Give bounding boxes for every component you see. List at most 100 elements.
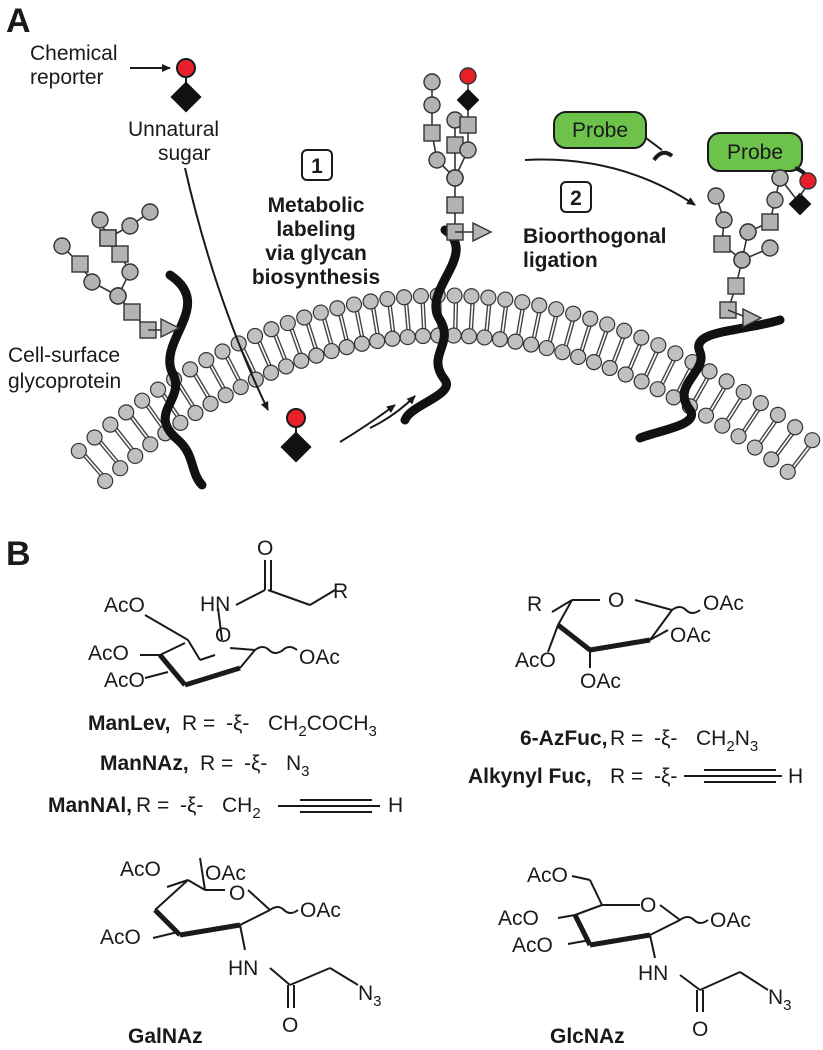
galnaz-aco-1: AcO (120, 858, 161, 881)
mannal-formula: CH2 (222, 794, 261, 822)
mannal-h: H (388, 794, 403, 817)
alkynyl-fuc-alkyne (684, 769, 782, 783)
lipid-head (172, 414, 189, 431)
lipid-head (70, 442, 87, 460)
lipid-head (507, 333, 524, 350)
glycan-diamond (456, 88, 480, 112)
mannaz-wavy-dash: -ξ- (244, 752, 267, 775)
mannosamine-carbonyl-o: O (257, 537, 273, 560)
glycan-circle (707, 187, 725, 205)
bound-probe-label: Probe (727, 141, 783, 164)
alkynyl-fuc-h: H (788, 765, 803, 788)
glycan-circle (459, 67, 477, 85)
free-probe-label: Probe (572, 119, 628, 142)
glycan-square (727, 277, 745, 295)
ligation-arrow (524, 158, 696, 206)
lipid-head (697, 407, 715, 424)
galnaz-aco-2: AcO (100, 926, 141, 949)
biosynthesis-arrow-1 (339, 404, 396, 443)
glycan-circle (739, 223, 757, 241)
azfuc-wavy-dash: -ξ- (654, 727, 677, 750)
galnaz-hn: HN (228, 957, 258, 980)
mannosamine-aco-2: AcO (88, 642, 129, 665)
glycan-circle (53, 237, 71, 255)
step2-label-2: ligation (523, 249, 598, 272)
lipid-head (102, 416, 119, 433)
glycan-square (111, 245, 129, 263)
glycan-square (761, 213, 779, 231)
lipid-head (142, 436, 159, 453)
uptake-arrow (184, 167, 269, 411)
lipid-head (617, 366, 634, 383)
glycan-square (459, 116, 477, 134)
lipid-head (769, 406, 787, 423)
lipid-head (217, 387, 234, 404)
mannosamine-ring-o: O (215, 624, 231, 647)
galnaz-azide: N3 (358, 982, 382, 1010)
lipid-head (514, 294, 531, 311)
panel-a-label: A (6, 2, 31, 40)
glycan-circle (91, 211, 109, 229)
lipid-head (379, 290, 396, 308)
lipid-head (369, 332, 386, 350)
lipid-head (746, 439, 764, 456)
fucose-oac-2: OAc (670, 624, 711, 647)
lipid-head (312, 304, 329, 321)
fucose-aco: AcO (515, 649, 556, 672)
mannal-r-eq: R = (136, 794, 169, 817)
lipid-head (718, 373, 735, 390)
lipid-head (112, 460, 129, 477)
step2-box (560, 181, 592, 213)
unnatural-sugar-icon (170, 58, 202, 113)
lipid-head (182, 361, 199, 378)
glcnaz-carbonyl-o: O (692, 1018, 708, 1041)
glycan-circle (121, 217, 139, 235)
galnaz-structure (152, 857, 359, 1008)
lipid-head (198, 352, 215, 369)
lipid-head (345, 296, 363, 313)
alkynyl-fuc-wavy-dash: -ξ- (654, 765, 677, 788)
lipid-head (714, 417, 731, 434)
lipid-head (735, 383, 752, 401)
lipid-head (323, 342, 340, 360)
manlev-formula: CH2COCH3 (268, 712, 377, 740)
glcnaz-aco-1: AcO (498, 907, 539, 930)
lipid-head (232, 378, 249, 396)
lipid-head (548, 301, 565, 318)
mannosamine-r: R (333, 580, 348, 603)
mannaz-r-eq: R = (200, 752, 233, 775)
mannosamine-structure (140, 560, 336, 688)
mannosamine-aco-3: AcO (104, 669, 145, 692)
lipid-head (649, 381, 666, 398)
protein-ribbon-1 (160, 270, 207, 490)
lipid-head (491, 331, 509, 348)
lipid-head (97, 472, 114, 490)
lipid-head (570, 348, 587, 365)
lipid-head (263, 321, 280, 338)
glcnaz-name: GlcNAz (550, 1025, 625, 1048)
lipid-head (565, 305, 582, 322)
step1-label-4: biosynthesis (252, 266, 380, 289)
glycan-circle (121, 263, 139, 281)
lipid-head (329, 300, 346, 317)
glcnaz-ring-o: O (640, 894, 656, 917)
manlev-wavy-dash: -ξ- (226, 712, 249, 735)
alkynyl-fuc-name: Alkynyl Fuc, (468, 765, 592, 788)
glycan-circle (766, 191, 784, 209)
fucose-oac-3: OAc (580, 670, 621, 693)
glcnaz-oac: OAc (710, 909, 751, 932)
intracellular-sugar-icon (280, 408, 312, 463)
cell-surface-label-2: glycoprotein (8, 370, 121, 393)
lipid-head (599, 316, 616, 333)
lipid-head (414, 327, 432, 345)
lipid-head (582, 310, 599, 327)
galnaz-oac-top: OAc (205, 862, 246, 885)
glycan-circle (733, 251, 751, 269)
glycan-circle (428, 151, 446, 169)
glycan-circle (446, 169, 464, 187)
lipid-head (246, 327, 264, 345)
glcnaz-aco-2: AcO (512, 934, 553, 957)
glycan-chains (53, 67, 817, 339)
glycan-circle (761, 239, 779, 257)
